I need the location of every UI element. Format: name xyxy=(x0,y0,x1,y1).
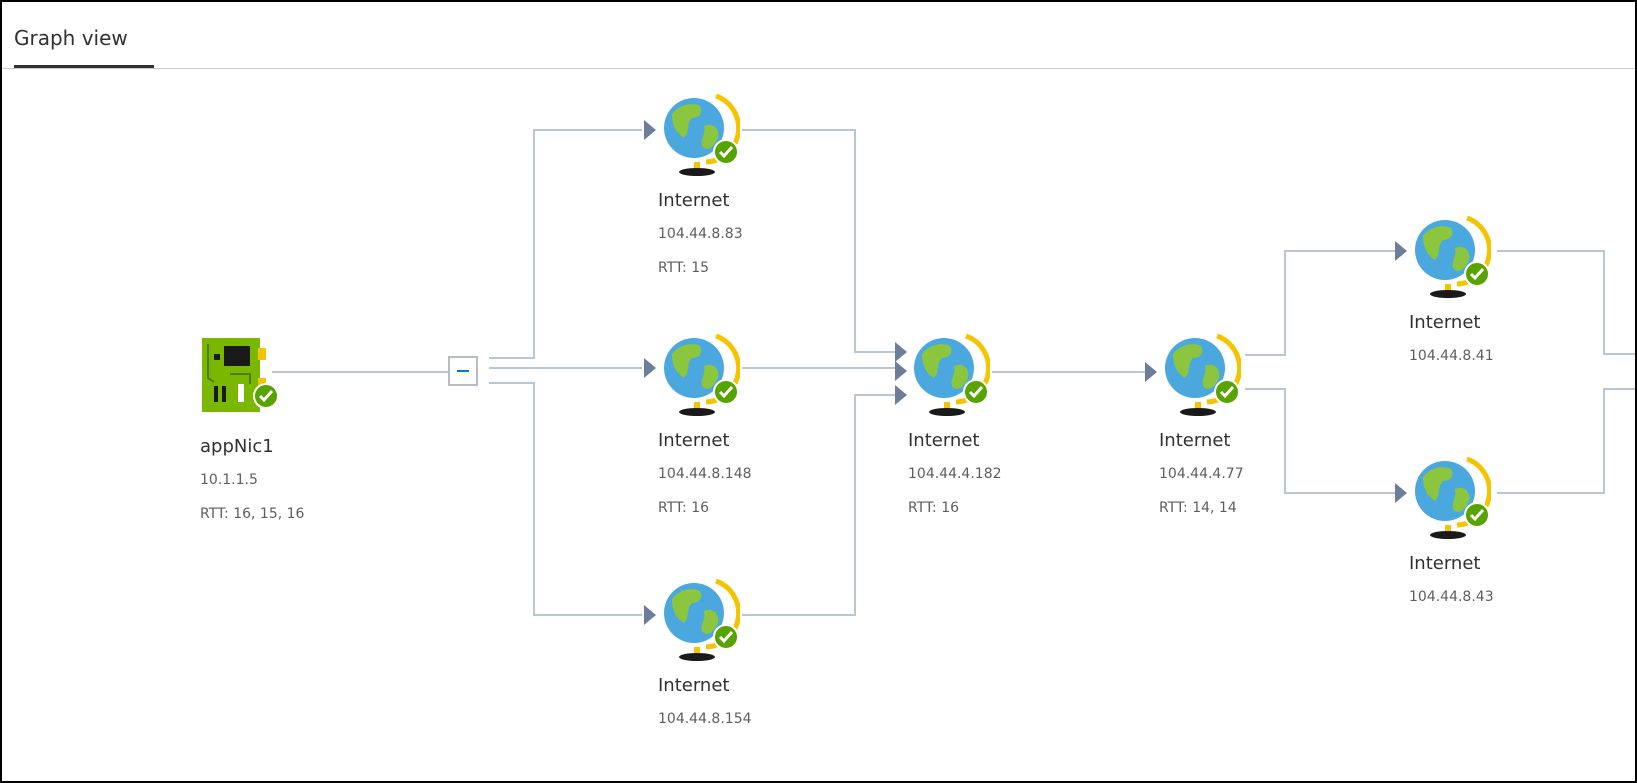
status-ok-icon xyxy=(963,379,989,405)
edge-hop-3-hop-4a xyxy=(1245,250,1397,356)
node-rtt: RTT: 15 xyxy=(658,260,710,276)
edge-hop-4a-next xyxy=(1497,250,1635,355)
status-ok-icon xyxy=(1214,379,1240,405)
arrowhead-hop-2-c xyxy=(895,385,907,405)
status-ok-icon xyxy=(713,139,739,165)
edge-hop-1c-hop-2 xyxy=(742,394,897,616)
node-title: Internet xyxy=(1409,312,1481,333)
status-ok-icon xyxy=(253,383,279,409)
arrowhead-hop-4b xyxy=(1395,483,1407,503)
node-ip: 104.44.8.154 xyxy=(658,711,752,727)
arrowhead-hop-1a xyxy=(644,120,656,140)
arrowhead-hop-1c xyxy=(644,605,656,625)
globe-icon xyxy=(1165,333,1241,416)
arrowhead-hop-4a xyxy=(1395,241,1407,261)
node-title: Internet xyxy=(658,675,730,696)
node-hop-1c[interactable]: Internet 104.44.8.154 xyxy=(658,577,838,747)
node-ip: 104.44.8.148 xyxy=(658,466,752,482)
node-rtt: RTT: 16 xyxy=(908,500,960,516)
globe-icon xyxy=(1415,215,1491,298)
node-hop-1a[interactable]: Internet 104.44.8.83 RTT: 15 xyxy=(658,92,838,276)
node-title: Internet xyxy=(658,430,730,451)
edge-hop-1a-hop-2 xyxy=(742,129,897,353)
globe-icon xyxy=(664,578,740,661)
node-rtt: RTT: 16 xyxy=(658,500,710,516)
node-hop-4a[interactable]: Internet 104.44.8.41 xyxy=(1409,214,1589,384)
globe-icon xyxy=(914,333,990,416)
globe-icon xyxy=(664,333,740,416)
globe-icon xyxy=(664,93,740,176)
arrowhead-hop-1b xyxy=(644,358,656,378)
arrowhead-hop-3 xyxy=(1145,362,1157,382)
network-interface-icon xyxy=(202,338,279,412)
node-title: Internet xyxy=(1409,553,1481,574)
node-ip: 104.44.4.182 xyxy=(908,466,1002,482)
arrowhead-hop-2-a xyxy=(895,342,907,362)
node-ip: 104.44.4.77 xyxy=(1159,466,1244,482)
tab-graph-view-label: Graph view xyxy=(14,26,128,50)
node-title: Internet xyxy=(908,430,980,451)
node-ip: 104.44.8.43 xyxy=(1409,589,1494,605)
status-ok-icon xyxy=(1464,502,1490,528)
node-hop-2[interactable]: Internet 104.44.4.182 RTT: 16 xyxy=(908,332,1088,516)
status-ok-icon xyxy=(713,624,739,650)
edge-hop-3-hop-4b xyxy=(1245,388,1397,494)
node-hop-4b[interactable]: Internet 104.44.8.43 xyxy=(1409,455,1589,625)
node-title: Internet xyxy=(658,190,730,211)
collapse-group-button[interactable] xyxy=(448,356,478,386)
edge-appnic1-hop-1a xyxy=(489,129,642,359)
globe-icon xyxy=(1415,456,1491,539)
node-ip: 104.44.8.41 xyxy=(1409,348,1494,364)
tab-bar: Graph view xyxy=(2,2,1635,69)
edge-hop-4b-next xyxy=(1497,388,1635,494)
tab-graph-view[interactable]: Graph view xyxy=(14,26,154,68)
tab-selected-indicator xyxy=(14,65,154,68)
node-title: Internet xyxy=(1159,430,1231,451)
node-ip: 10.1.1.5 xyxy=(200,472,258,488)
edge-appnic1-hop-1c xyxy=(489,382,642,616)
status-ok-icon xyxy=(713,379,739,405)
node-rtt: RTT: 14, 14 xyxy=(1159,500,1237,516)
node-title: appNic1 xyxy=(200,436,274,457)
arrowhead-hop-2-b xyxy=(895,361,907,381)
node-ip: 104.44.8.83 xyxy=(658,226,743,242)
status-ok-icon xyxy=(1464,261,1490,287)
node-hop-1b[interactable]: Internet 104.44.8.148 RTT: 16 xyxy=(658,332,838,516)
node-hop-3[interactable]: Internet 104.44.4.77 RTT: 14, 14 xyxy=(1159,332,1339,516)
node-appnic1[interactable]: appNic1 10.1.1.5 RTT: 16, 15, 16 xyxy=(200,338,380,522)
node-rtt: RTT: 16, 15, 16 xyxy=(200,506,305,522)
